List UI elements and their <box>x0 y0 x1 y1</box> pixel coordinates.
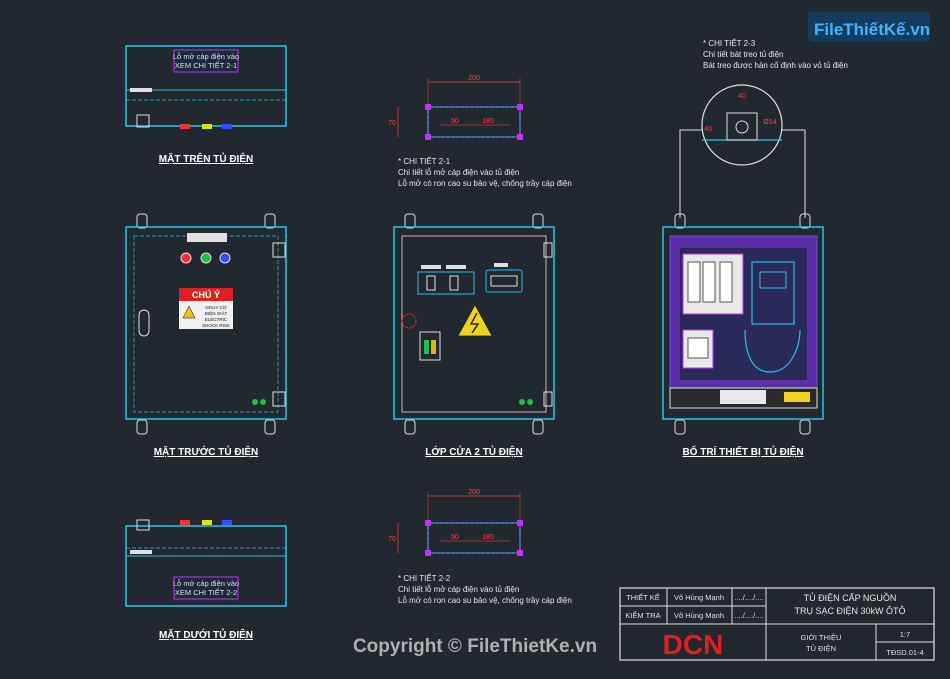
bottom-view: Lỗ mở cáp điện vào XEM CHI TIẾT 2-2 MẶT … <box>125 519 287 641</box>
front-view-title: MẶT TRƯỚC TỦ ĐIỆN <box>154 445 259 458</box>
detail21-dim-inner1: 180 <box>482 118 494 125</box>
detail22-dim-width: 200 <box>468 489 480 496</box>
tb-scale: 1:7 <box>900 630 910 639</box>
detail21-line1: Chi tiết lỗ mở cáp điện vào tủ điện <box>398 168 519 177</box>
detail21-dim-height: 70 <box>388 120 396 127</box>
top-view-title: MẶT TRÊN TỦ ĐIỆN <box>159 152 253 165</box>
detail23-dim-a: 40 <box>738 93 746 100</box>
tb-project-line1: TỦ ĐIỆN CẤP NGUỒN <box>804 592 897 603</box>
logo: FileThiếtKế.vn <box>808 12 930 42</box>
tb-checker-label: KIỂM TRA <box>625 611 660 620</box>
top-view: Lỗ mở cáp điện vào XEM CHI TIẾT 2-1 MẶT … <box>125 45 287 165</box>
detail23-dim-c: Ø14 <box>763 119 776 126</box>
inner-door-title: LỚP CỬA 2 TỦ ĐIỆN <box>425 445 522 458</box>
bottom-plate-line1: Lỗ mở cáp điện vào <box>173 579 239 588</box>
device-layout-view: BỐ TRÍ THIẾT BỊ TỦ ĐIỆN <box>662 213 824 458</box>
tb-project-line2: TRỤ SẠC ĐIỆN 30kW ÔTÔ <box>794 606 905 616</box>
front-sign-text1: NGUY CƠ <box>205 305 226 310</box>
detail23-title: * CHI TIẾT 2-3 <box>703 38 756 48</box>
front-view: CHÚ Ý NGUY CƠ ĐIỆN GIẬT ELECTRIC SHOCK R… <box>125 213 287 458</box>
detail22-dim-height: 70 <box>388 536 396 543</box>
front-sign-text2: ĐIỆN GIẬT <box>205 309 228 316</box>
detail21-line2: Lỗ mở có ron cao su bảo vệ, chống trầy c… <box>398 179 572 188</box>
detail21-dim-inner2: 50 <box>451 118 459 125</box>
device-layout-title: BỐ TRÍ THIẾT BỊ TỦ ĐIỆN <box>682 444 803 458</box>
detail23-line2: Bát treo được hàn cố định vào vỏ tủ điện <box>703 61 848 70</box>
detail23-dim-b: 40 <box>704 126 712 133</box>
detail21-title: * CHI TIẾT 2-1 <box>398 156 451 166</box>
tb-company-logo: DCN <box>663 629 724 660</box>
tb-code: TĐSD.01-4 <box>886 648 924 657</box>
front-warning: CHÚ Ý <box>192 289 220 300</box>
detail22-dim-inner2: 50 <box>451 534 459 541</box>
bottom-view-title: MẶT DƯỚI TỦ ĐIỆN <box>159 628 253 641</box>
logo-text: FileThiếtKế.vn <box>814 20 930 39</box>
front-sign-text4: SHOCK RISK <box>202 323 230 328</box>
tb-checker-name: Võ Hùng Mạnh <box>674 611 724 620</box>
tb-designer-date: ..../..../.... <box>734 593 763 602</box>
bottom-plate-line2: XEM CHI TIẾT 2-2 <box>175 587 237 597</box>
detail22-title: * CHI TIẾT 2-2 <box>398 573 451 583</box>
top-plate-line2: XEM CHI TIẾT 2-1 <box>175 60 237 70</box>
detail22-dim-inner1: 180 <box>482 534 494 541</box>
front-sign-text3: ELECTRIC <box>205 317 228 322</box>
tb-designer-label: THIẾT KẾ <box>626 592 660 602</box>
tb-sheet-line2: TỦ ĐIỆN <box>806 644 836 653</box>
detail23-line1: Chi tiết bát treo tủ điện <box>703 50 784 59</box>
title-block: THIẾT KẾ Võ Hùng Mạnh ..../..../.... KIỂ… <box>619 587 935 661</box>
tb-sheet-line1: GIỚI THIỆU <box>801 633 842 642</box>
detail-2-1: 200 70 180 50 * CHI TIẾT 2-1 Chi tiết lỗ… <box>388 75 572 188</box>
tb-checker-date: ..../..../.... <box>734 611 763 620</box>
detail-2-2: 200 70 180 50 * CHI TIẾT 2-2 Chi tiết lỗ… <box>388 489 572 605</box>
tb-designer-name: Võ Hùng Mạnh <box>674 593 724 602</box>
watermark: Copyright © FileThietKe.vn <box>353 636 597 657</box>
detail21-dim-width: 200 <box>468 75 480 82</box>
detail-2-3: * CHI TIẾT 2-3 Chi tiết bát treo tủ điện… <box>679 38 848 218</box>
detail22-line1: Chi tiết lỗ mở cáp điện vào tủ điện <box>398 585 519 594</box>
inner-door-view: LỚP CỬA 2 TỦ ĐIỆN <box>393 213 555 458</box>
top-plate-line1: Lỗ mở cáp điện vào <box>173 52 239 61</box>
detail22-line2: Lỗ mở có ron cao su bảo vệ, chống trầy c… <box>398 596 572 605</box>
